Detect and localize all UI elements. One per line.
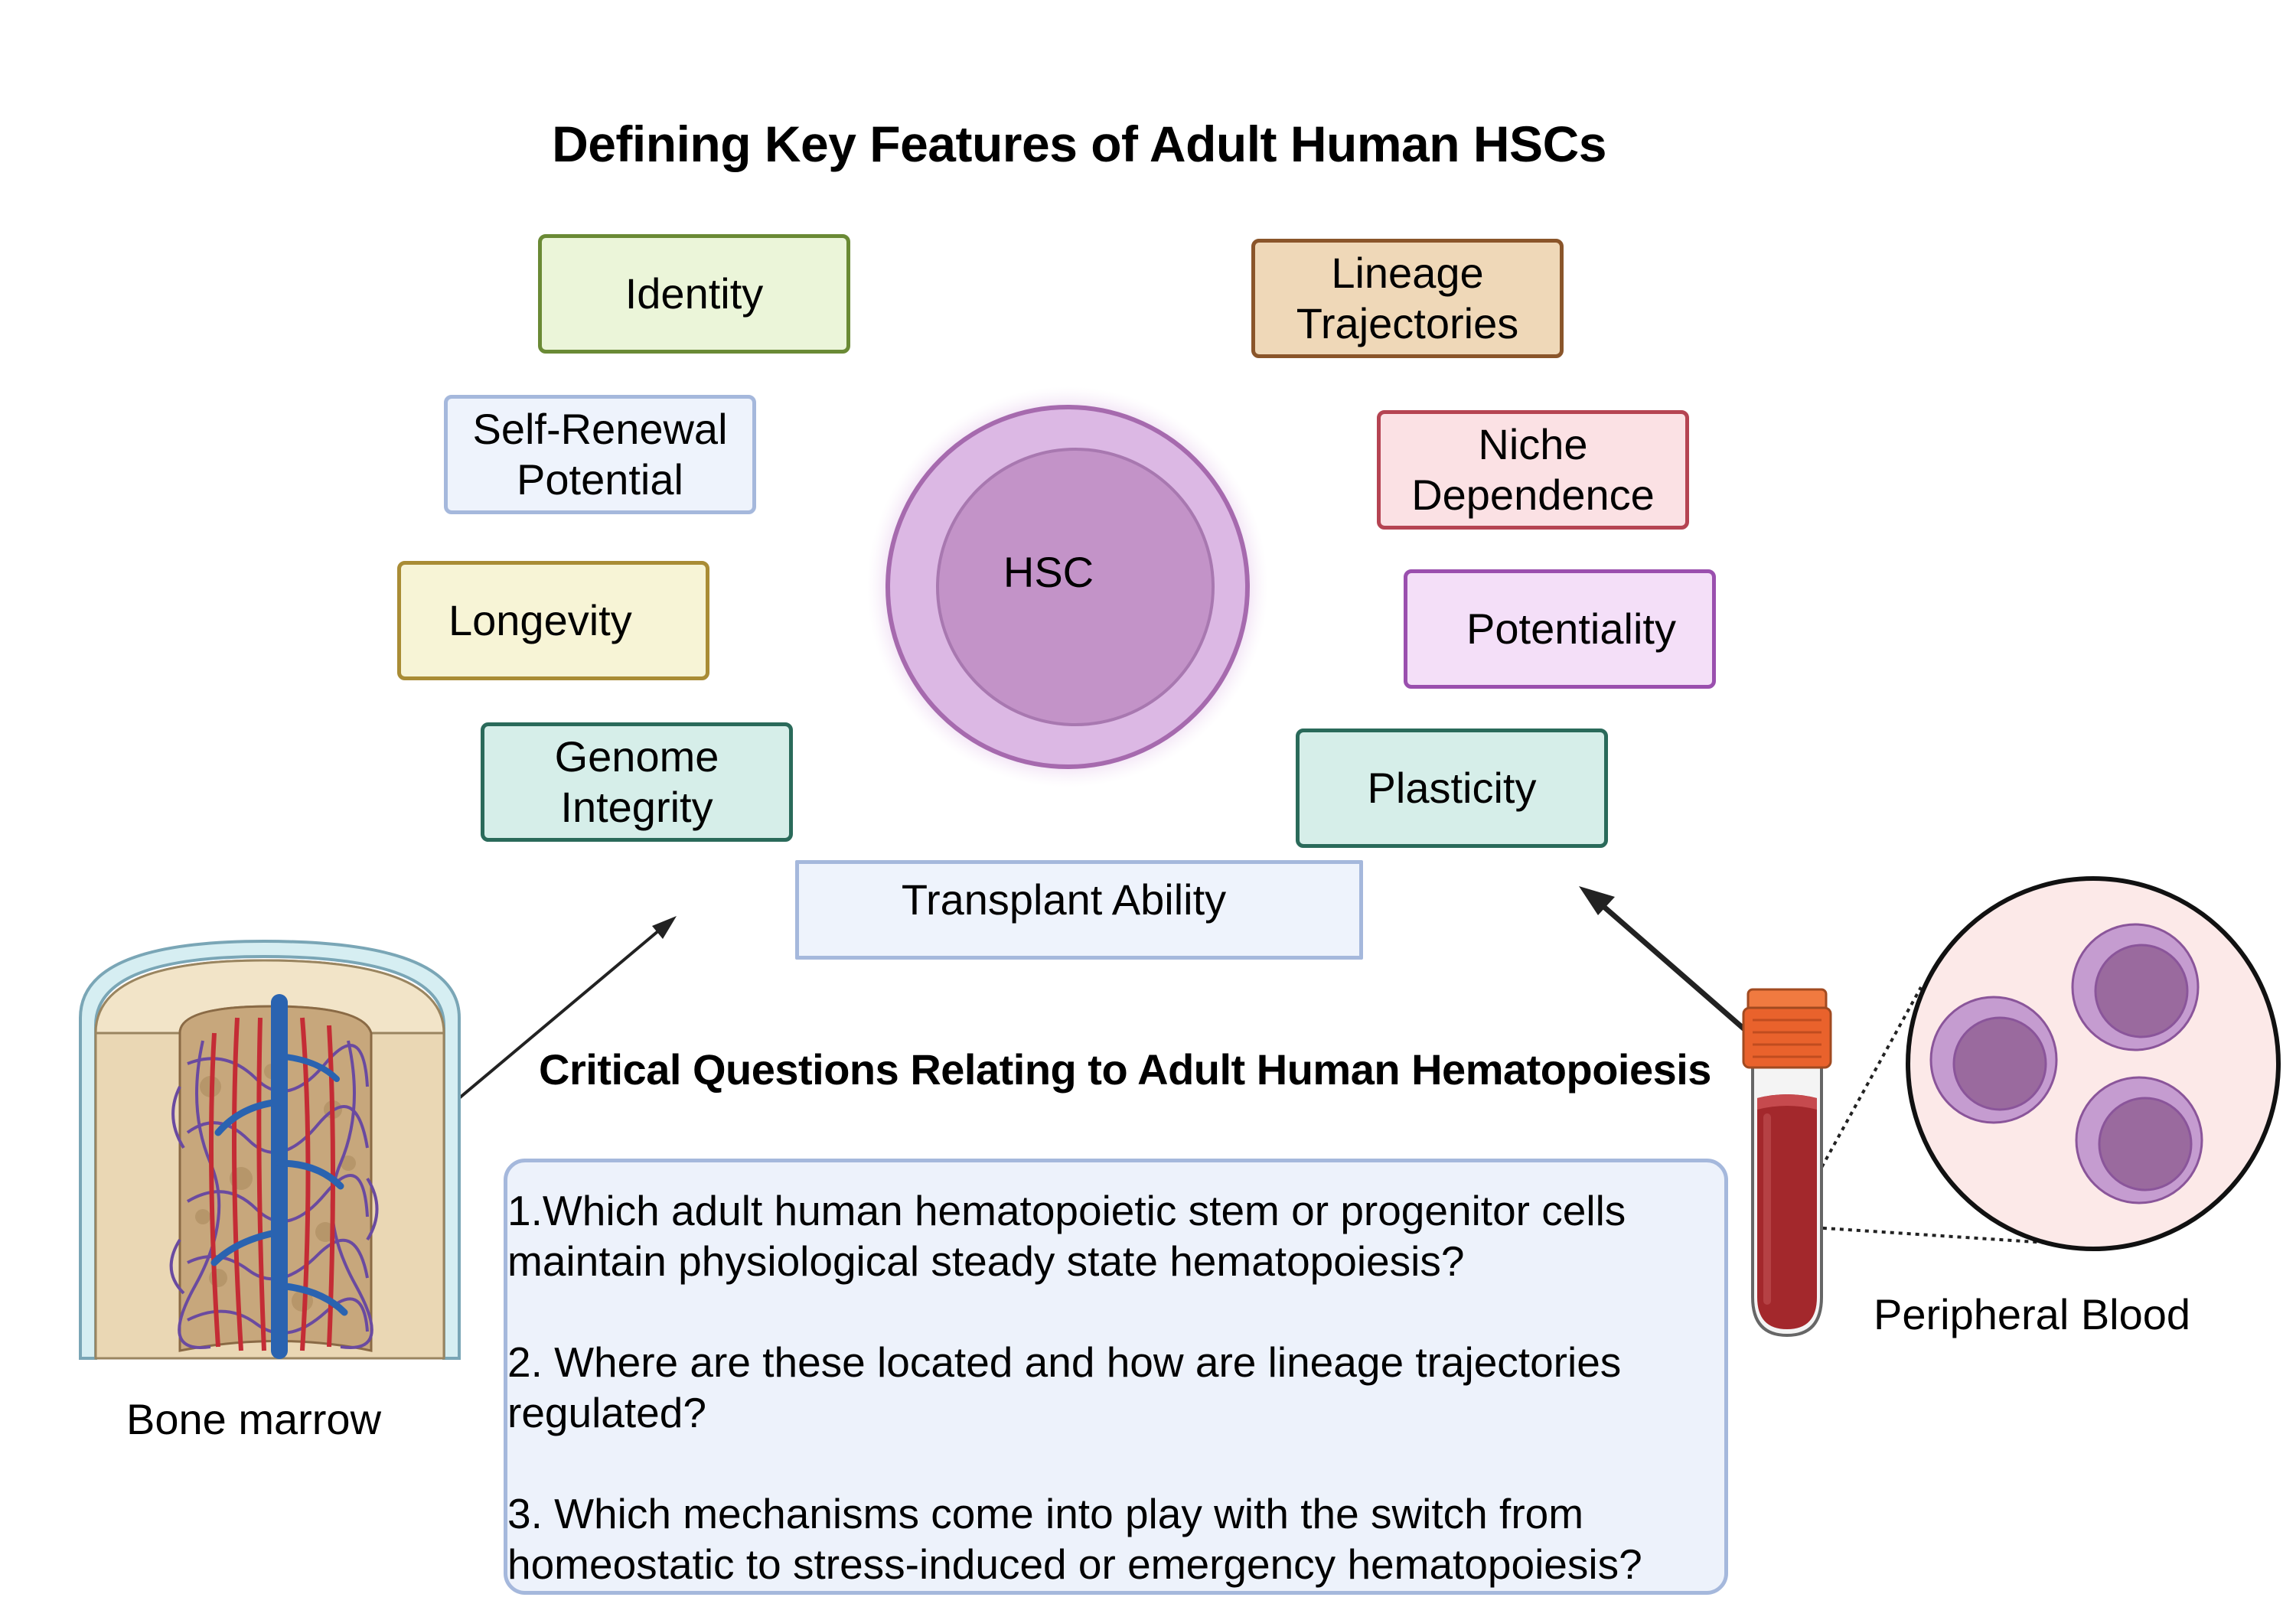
feature-potentiality-label: Potentiality — [1466, 605, 1676, 653]
feature-self-renewal: Self-Renewal Potential — [444, 395, 756, 514]
questions-box: 1.Which adult human hematopoietic stem o… — [504, 1159, 1728, 1595]
feature-longevity-label: Longevity — [448, 596, 632, 644]
feature-lineage-trajectories: Lineage Trajectories — [1251, 239, 1564, 358]
peripheral-blood-arrow — [1597, 901, 1751, 1035]
feature-self-renewal-label: Self-Renewal Potential — [472, 405, 728, 504]
feature-lineage-trajectories-label: Lineage Trajectories — [1296, 249, 1519, 347]
blood-tube-icon — [1742, 988, 1832, 1338]
bone-marrow-arrow — [458, 924, 666, 1100]
blood-cells-magnified-icon — [1906, 876, 2281, 1251]
question-2: 2. Where are these located and how are l… — [507, 1338, 1622, 1436]
peripheral-blood-label: Peripheral Blood — [1874, 1290, 2191, 1338]
feature-genome-integrity-label: Genome Integrity — [554, 732, 719, 831]
feature-plasticity-label: Plasticity — [1367, 764, 1537, 812]
hsc-cell-icon — [867, 386, 1268, 787]
feature-plasticity: Plasticity — [1296, 729, 1608, 848]
feature-identity-label: Identity — [625, 269, 764, 318]
bone-marrow-label: Bone marrow — [126, 1395, 382, 1443]
feature-niche-dependence: Niche Dependence — [1377, 410, 1689, 530]
question-3: 3. Which mechanisms come into play with … — [507, 1490, 1642, 1588]
page-title: Defining Key Features of Adult Human HSC… — [552, 116, 1606, 172]
bone-marrow-icon — [79, 939, 461, 1360]
feature-identity: Identity — [538, 234, 850, 354]
feature-transplant-ability: Transplant Ability — [795, 860, 1363, 960]
feature-longevity: Longevity — [397, 561, 709, 680]
feature-niche-dependence-label: Niche Dependence — [1411, 420, 1655, 519]
feature-transplant-ability-label: Transplant Ability — [901, 875, 1227, 924]
questions-title: Critical Questions Relating to Adult Hum… — [539, 1045, 1711, 1094]
feature-genome-integrity: Genome Integrity — [481, 722, 793, 842]
question-1: 1.Which adult human hematopoietic stem o… — [507, 1187, 1626, 1285]
feature-potentiality: Potentiality — [1404, 569, 1716, 689]
hsc-label: HSC — [1003, 548, 1094, 596]
